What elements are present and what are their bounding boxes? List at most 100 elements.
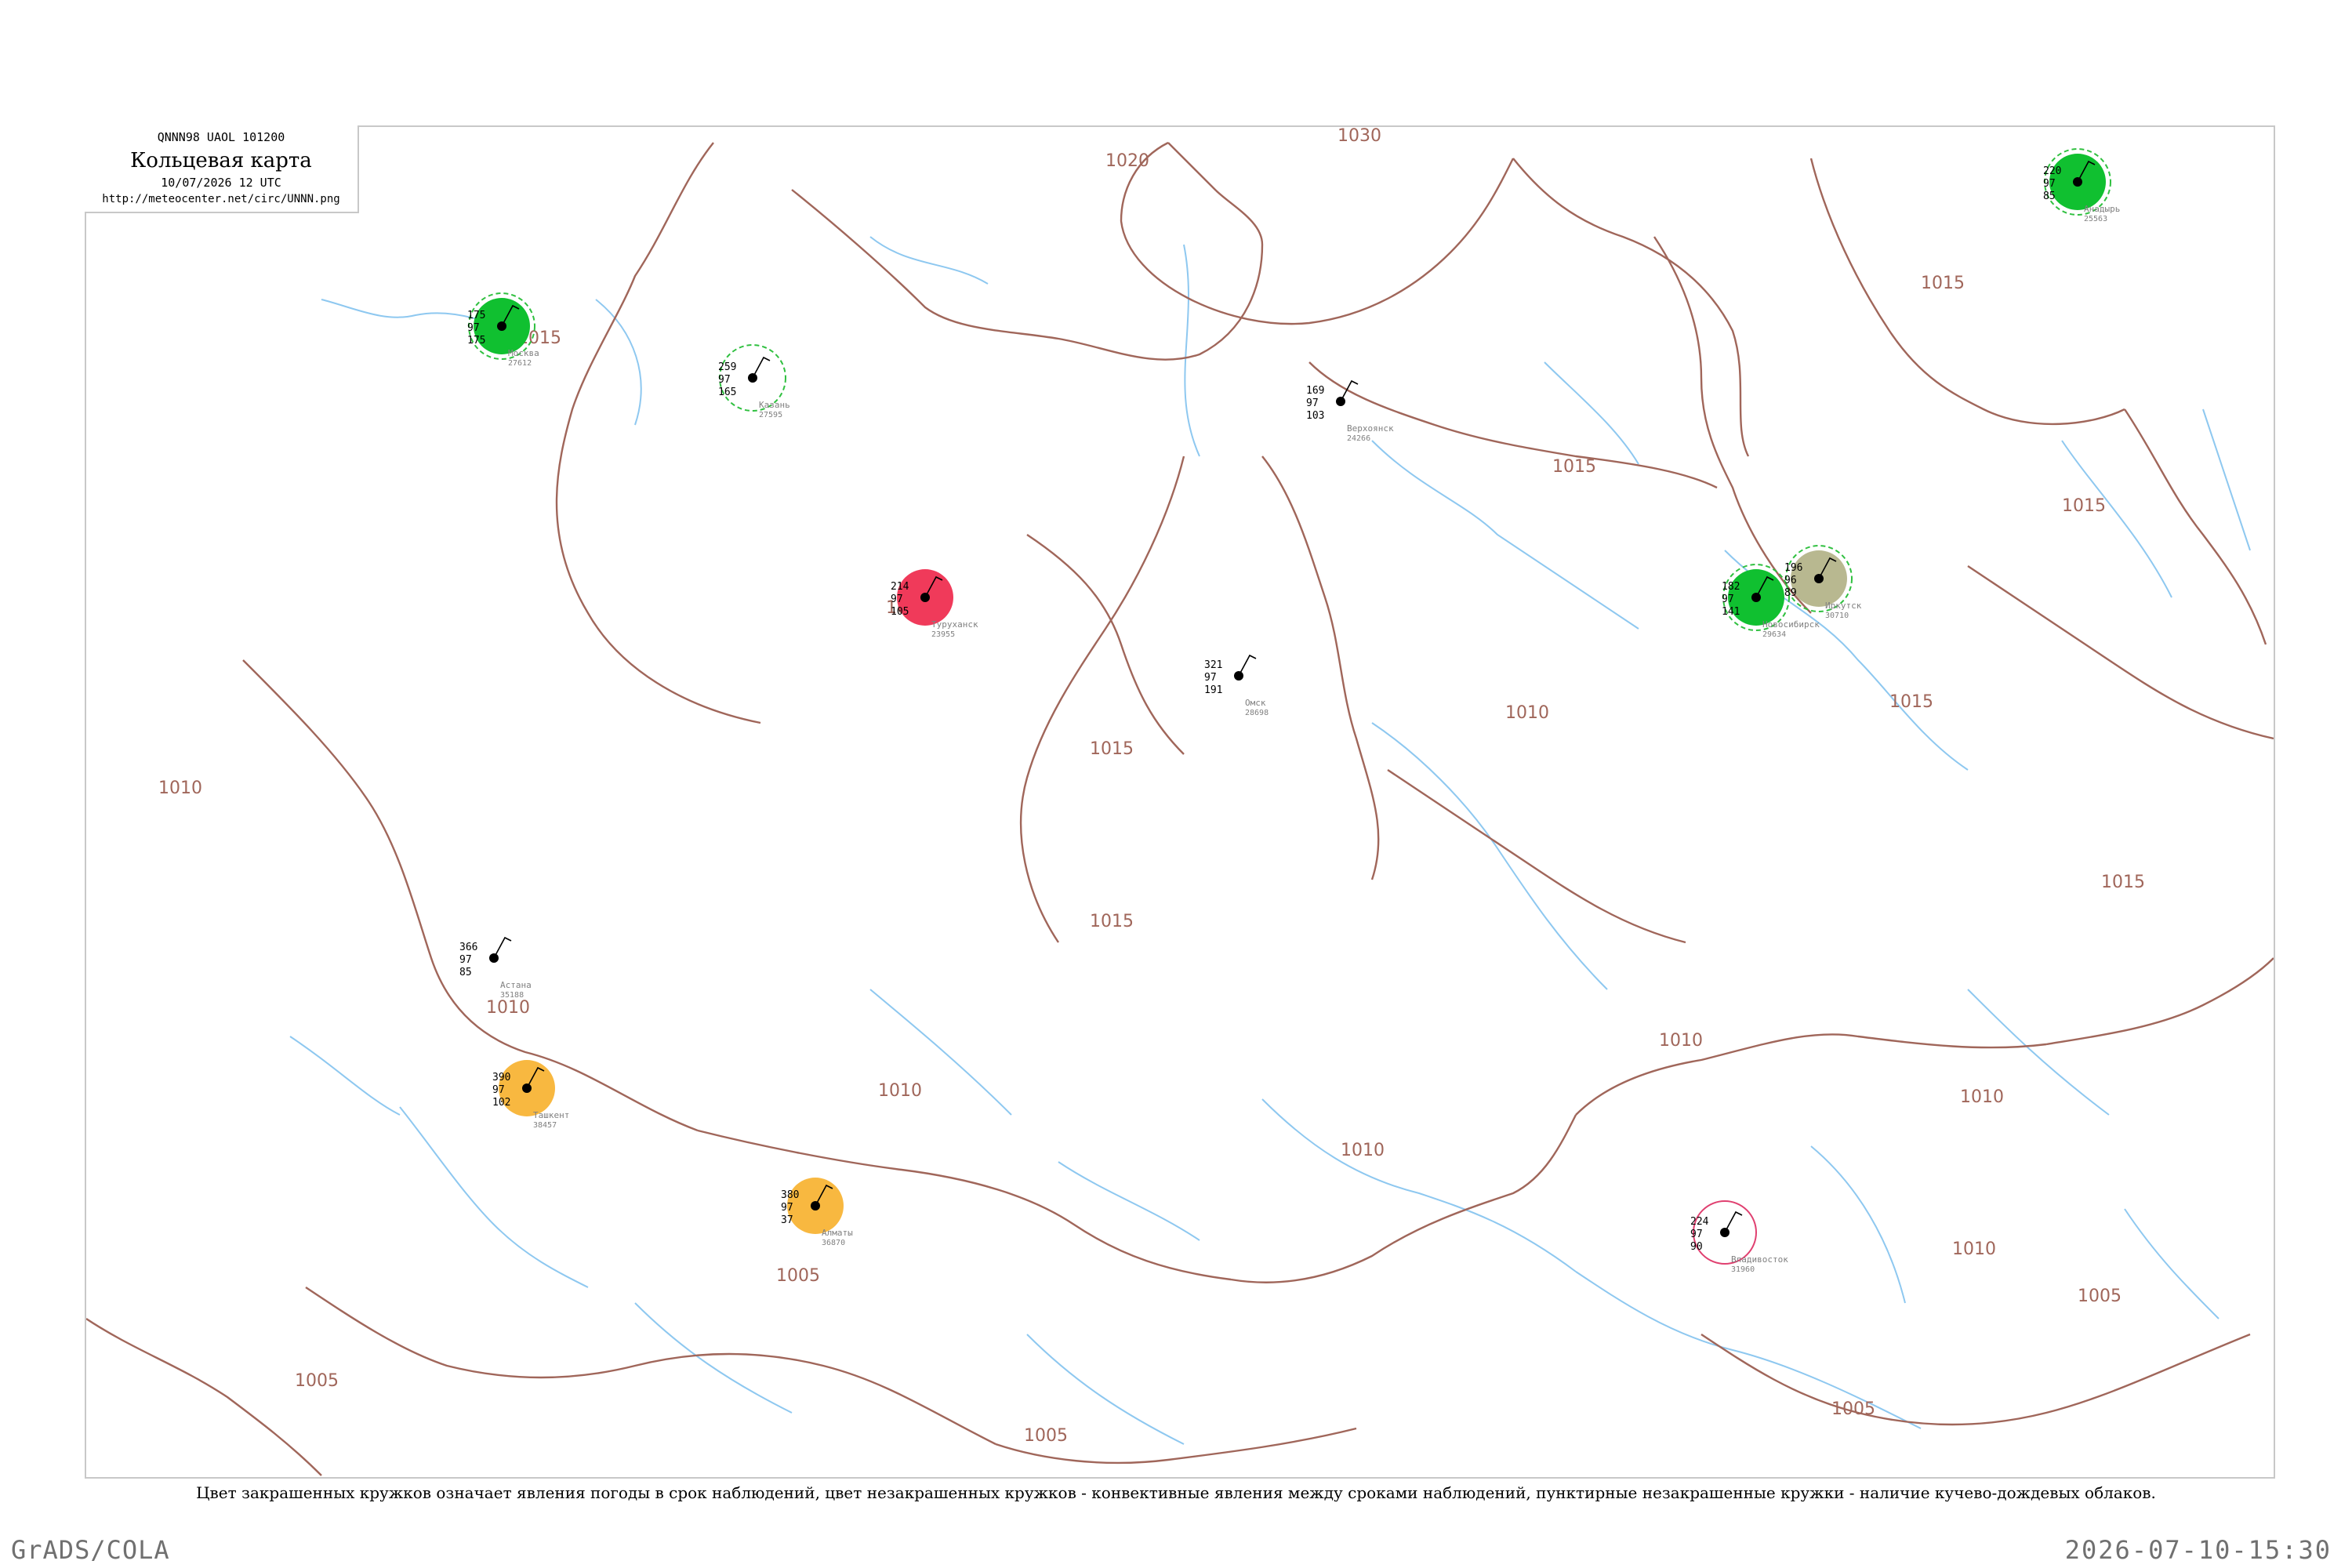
isobar-label: 1020 [1105, 151, 1149, 171]
isobar-label: 1030 [1338, 127, 1381, 146]
station-index: 38457 [533, 1121, 557, 1130]
wind-barb-icon [1755, 575, 1774, 598]
isobar-label: 1005 [776, 1266, 820, 1286]
cumulonimbus-ring [2044, 148, 2111, 216]
visibility-value: 85 [459, 967, 472, 978]
wind-barb-icon [815, 1184, 833, 1207]
cumulonimbus-ring [1722, 564, 1790, 631]
isobar-label: 1010 [1341, 1141, 1385, 1160]
temperature-value: 321 [1204, 659, 1222, 671]
temperature-value: 390 [492, 1072, 510, 1083]
station-index: 28698 [1245, 709, 1269, 717]
bulletin-codes: QNNN98 UAOL 101200 [157, 130, 285, 144]
isobar-label: 1005 [2078, 1287, 2122, 1306]
synoptic-map[interactable]: 1020 1030 1015 1015 1015 1015 1015 1015 … [86, 127, 2274, 1477]
wind-barb-icon [2077, 160, 2096, 183]
map-title: Кольцевая карта [130, 149, 312, 172]
wind-barb-icon [526, 1066, 545, 1089]
pressure-value: 97 [2043, 178, 2056, 190]
rivers-layer [289, 236, 2251, 1445]
pressure-value: 97 [891, 593, 903, 605]
visibility-value: 175 [467, 335, 485, 347]
isobar-label: 1005 [1831, 1399, 1875, 1419]
isobar-label: 1010 [486, 998, 530, 1018]
station-name: Владивосток [1731, 1254, 1788, 1265]
isobar-label: 1005 [295, 1371, 339, 1391]
station-index: 36870 [822, 1239, 845, 1247]
pressure-value: 97 [781, 1202, 793, 1214]
isobar-label: 1005 [1024, 1426, 1068, 1446]
station-name: Иркутск [1825, 601, 1862, 611]
temperature-value: 169 [1306, 385, 1324, 397]
visibility-value: 191 [1204, 684, 1222, 696]
station-name: Омск [1245, 698, 1266, 708]
footer-timestamp: 2026-07-10-15:30 [2064, 1535, 2332, 1565]
temperature-value: 196 [1784, 562, 1802, 574]
temperature-value: 175 [467, 310, 485, 321]
wind-barb-icon [1238, 654, 1257, 677]
cumulonimbus-ring [1785, 545, 1853, 612]
wind-barb-icon [1340, 379, 1359, 402]
station-index: 31960 [1731, 1265, 1755, 1274]
isobar-label: 1010 [878, 1081, 922, 1101]
map-source-url[interactable]: http://meteocenter.net/circ/UNNN.png [102, 193, 340, 205]
visibility-value: 165 [718, 387, 736, 398]
map-caption: Цвет закрашенных кружков означает явлени… [196, 1483, 2156, 1502]
pressure-value: 97 [1690, 1229, 1703, 1240]
isobar-label: 1015 [1889, 692, 1933, 712]
visibility-value: 102 [492, 1097, 510, 1109]
isobar-label: 1015 [1921, 274, 1965, 293]
station-index: 24266 [1347, 434, 1370, 443]
isobar-label: 1015 [2101, 873, 2145, 892]
wind-barb-icon [1724, 1210, 1743, 1233]
station-name: Анадырь [2084, 204, 2120, 214]
station-name: Верхоянск [1347, 423, 1394, 434]
temperature-value: 224 [1690, 1216, 1709, 1228]
pressure-value: 97 [467, 322, 480, 334]
map-legend-box: QNNN98 UAOL 101200 Кольцевая карта 10/07… [85, 125, 359, 213]
temperature-value: 380 [781, 1189, 799, 1201]
isobars-layer [86, 141, 2274, 1476]
wind-barb-icon [501, 304, 520, 327]
isobar-labels: 1020 1030 1015 1015 1015 1015 1015 1015 … [158, 127, 2145, 1446]
isobar-label: 1015 [1552, 457, 1596, 477]
visibility-value: 103 [1306, 410, 1324, 422]
station-index: 29634 [1762, 630, 1786, 639]
wind-barb-icon [1818, 557, 1837, 579]
footer-software: GrADS/COLA [11, 1535, 170, 1565]
convective-ring [1693, 1200, 1757, 1265]
pressure-value: 97 [492, 1084, 505, 1096]
pressure-value: 97 [1204, 672, 1217, 684]
wind-barb-icon [493, 936, 512, 959]
temperature-value: 182 [1722, 581, 1740, 593]
temperature-value: 220 [2043, 165, 2061, 177]
visibility-value: 105 [891, 606, 909, 618]
pressure-value: 96 [1784, 575, 1797, 586]
station-index: 27595 [759, 411, 782, 419]
isobar-label: 1015 [1090, 912, 1134, 931]
pressure-value: 97 [459, 954, 472, 966]
visibility-value: 37 [781, 1214, 793, 1226]
station-name: Алматы [822, 1228, 853, 1238]
cumulonimbus-ring [719, 344, 786, 412]
map-frame[interactable]: 1020 1030 1015 1015 1015 1015 1015 1015 … [85, 125, 2275, 1479]
pressure-value: 97 [718, 374, 731, 386]
isobar-label: 1010 [1659, 1031, 1703, 1051]
station-name: Казань [759, 400, 790, 410]
station-name: Ташкент [533, 1110, 569, 1120]
isobar-label: 1010 [1505, 703, 1549, 723]
visibility-value: 85 [2043, 191, 2056, 202]
wind-barb-icon [924, 575, 943, 598]
